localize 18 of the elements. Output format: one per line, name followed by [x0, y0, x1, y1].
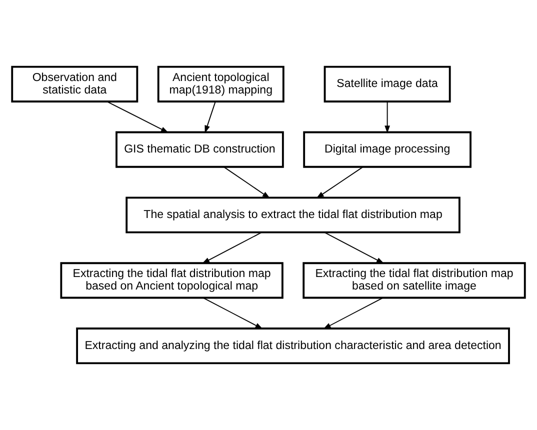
- node-box: Ancient topological map(1918) mapping: [157, 66, 284, 102]
- arrow: [384, 101, 390, 134]
- node-box: Extracting and analyzing the tidal flat distribution characteristic and area detection: [76, 328, 510, 364]
- arrow: [106, 101, 169, 133]
- arrow: [316, 166, 364, 198]
- node-box: Observation and statistic data: [11, 66, 138, 102]
- node-box: Satellite image data: [324, 66, 451, 102]
- node-box: Extracting the tidal flat distribution map based on satellite image: [302, 262, 526, 299]
- arrow: [324, 232, 384, 264]
- arrow: [202, 297, 263, 330]
- node-box: Digital image processing: [303, 131, 472, 168]
- node-box: Extracting the tidal flat distribution map based on Ancient topological map: [60, 262, 284, 299]
- arrow: [204, 101, 216, 134]
- node-box: The spatial analysis to extract the tidal flat distribution map: [126, 196, 460, 234]
- node-box: GIS thematic DB construction: [116, 131, 284, 168]
- arrow: [224, 166, 270, 198]
- arrow: [323, 297, 384, 330]
- arrow: [202, 232, 262, 264]
